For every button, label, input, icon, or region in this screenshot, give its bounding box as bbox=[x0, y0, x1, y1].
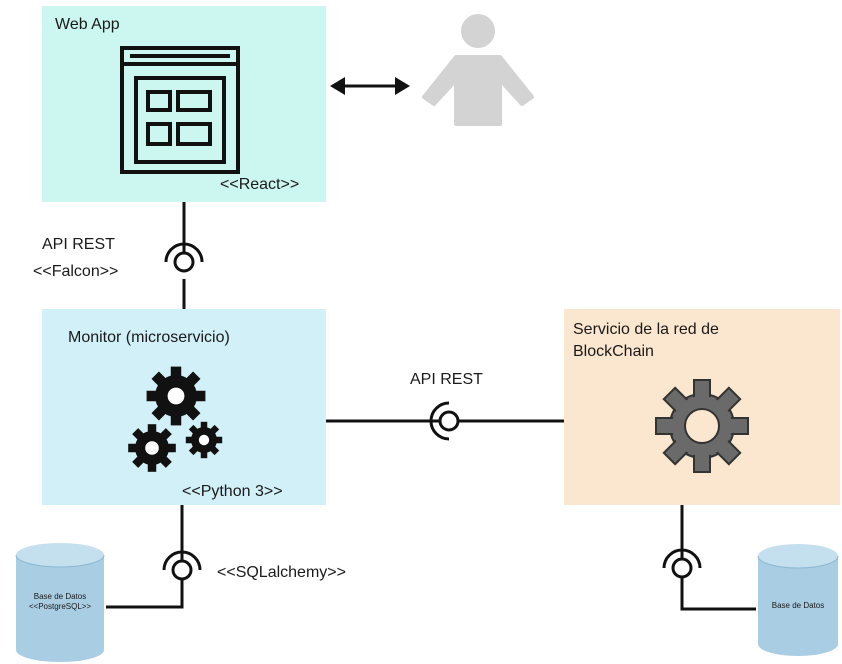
api-rest-label: API REST bbox=[42, 236, 115, 253]
sqlalchemy-label: <<SQLalchemy>> bbox=[217, 564, 346, 581]
webapp-stereotype: <<React>> bbox=[220, 176, 300, 193]
postgres-database-name: Base de Datos bbox=[33, 592, 87, 601]
api-rest-blockchain-label: API REST bbox=[410, 371, 483, 388]
monitor-title: Monitor (microservicio) bbox=[68, 329, 230, 346]
blockchain-database-icon bbox=[757, 544, 839, 656]
blockchain-title: Servicio de la red de BlockChain bbox=[573, 321, 719, 360]
blockchain-database-label: Base de Datos bbox=[771, 601, 825, 610]
browser-window-icon bbox=[120, 46, 240, 174]
postgres-database-stereotype: <<PostgreSQL>> bbox=[28, 602, 92, 611]
gear-icon bbox=[655, 379, 749, 473]
double-arrow-icon bbox=[330, 77, 410, 95]
sqlalchemy-interface bbox=[106, 505, 202, 609]
monitor-stereotype: <<Python 3>> bbox=[182, 483, 283, 500]
falcon-label: <<Falcon>> bbox=[33, 263, 119, 280]
api-rest-blockchain-interface bbox=[326, 401, 564, 441]
user-icon bbox=[422, 14, 534, 126]
webapp-component: Web App <<React>> bbox=[42, 6, 326, 202]
postgres-database-label: Base de Datos <<PostgreSQL>> bbox=[16, 592, 104, 612]
webapp-title: Web App bbox=[55, 16, 120, 33]
blockchain-db-interface bbox=[662, 505, 756, 611]
gears-icon bbox=[128, 366, 223, 472]
api-rest-falcon-interface bbox=[164, 202, 204, 309]
